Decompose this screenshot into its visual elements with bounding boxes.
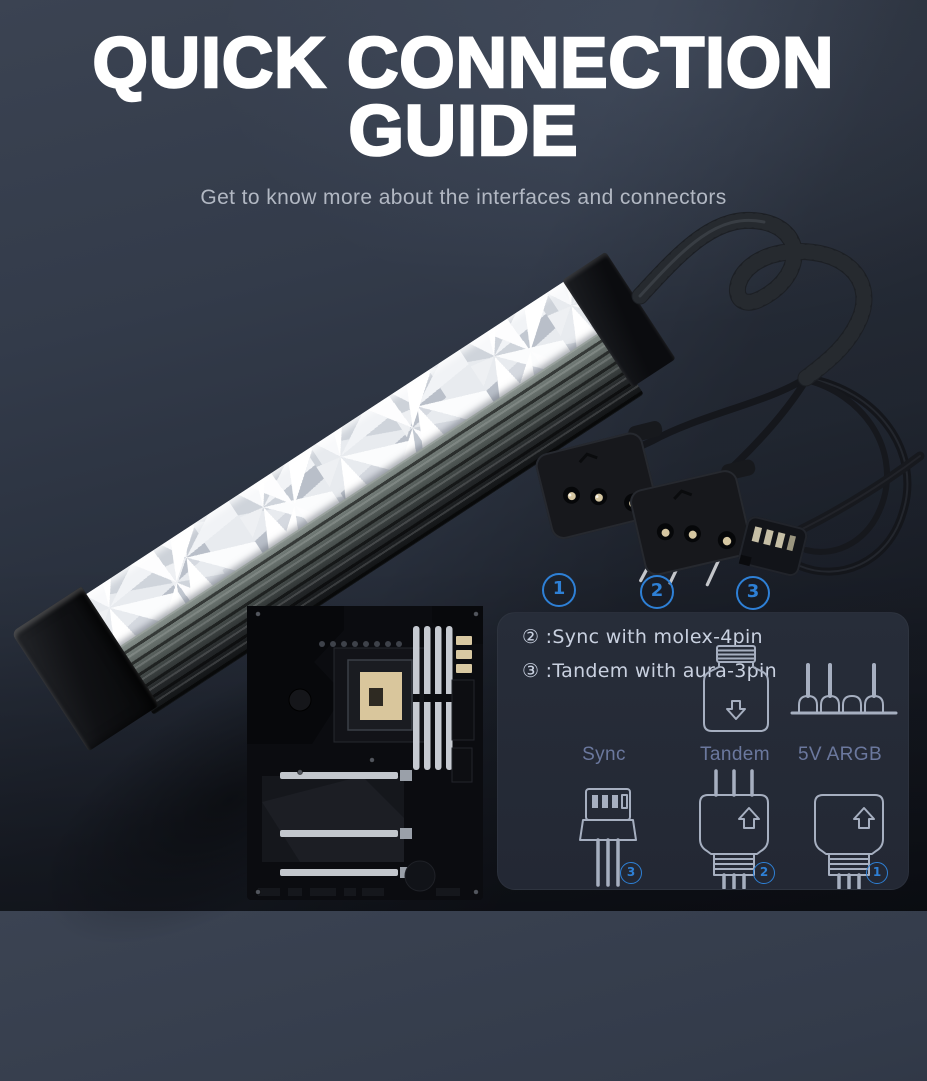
up-arrow-icon bbox=[853, 807, 875, 829]
argb-female-connector-photo bbox=[535, 421, 663, 539]
label-sync: Sync bbox=[582, 744, 626, 765]
argb-male-connector-photo bbox=[630, 459, 756, 587]
chipset-heatsink bbox=[262, 776, 404, 862]
badge-3: 3 bbox=[620, 862, 642, 884]
connection-info-panel: ② :Sync with molex-4pin ③ :Tandem with a… bbox=[497, 612, 909, 890]
title-line-2: GUIDE bbox=[347, 92, 579, 172]
connection-photo-illustration bbox=[247, 211, 925, 900]
callout-3: 3 bbox=[736, 576, 770, 610]
sync-4pin-connector-icon bbox=[579, 788, 637, 887]
down-arrow-icon bbox=[726, 700, 746, 720]
up-arrow-icon bbox=[738, 807, 760, 829]
note-tandem-aura: ③ :Tandem with aura-3pin bbox=[522, 660, 777, 682]
argb-header-icon bbox=[790, 663, 898, 715]
braided-cable bbox=[631, 211, 873, 387]
motherboard-photo bbox=[247, 606, 483, 900]
page-header: QUICK CONNECTION GUIDE Get to know more … bbox=[0, 24, 927, 210]
badge-2: 2 bbox=[753, 862, 775, 884]
panel-icons bbox=[579, 645, 898, 889]
badge-1: 1 bbox=[866, 862, 888, 884]
tandem-connector-icon bbox=[703, 645, 769, 732]
vrm-heatsink bbox=[247, 606, 344, 744]
callout-1: 1 bbox=[542, 573, 576, 607]
male-3pin-plug-icon bbox=[699, 769, 769, 889]
page-subtitle: Get to know more about the interfaces an… bbox=[200, 186, 727, 210]
note-sync-molex: ② :Sync with molex-4pin bbox=[522, 626, 763, 648]
title-line-1: QUICK CONNECTION bbox=[91, 24, 835, 103]
callout-2: 2 bbox=[640, 575, 674, 609]
aura-3pin-connector-photo bbox=[738, 516, 808, 577]
page-title: QUICK CONNECTION GUIDE bbox=[0, 24, 927, 172]
label-tandem: Tandem bbox=[700, 744, 770, 765]
label-5v-argb: 5V ARGB bbox=[797, 744, 883, 765]
